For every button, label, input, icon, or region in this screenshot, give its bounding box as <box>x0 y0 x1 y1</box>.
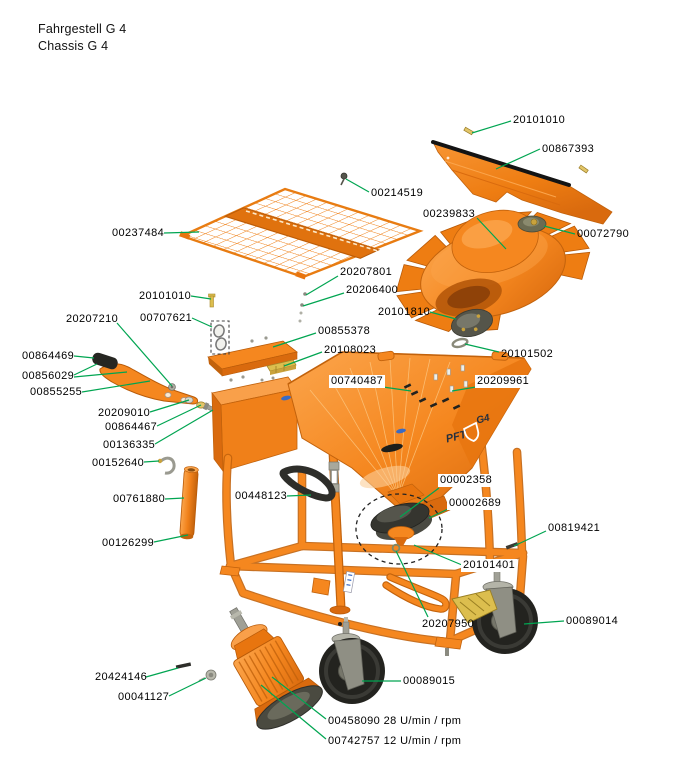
part-label-20101010-top: 20101010 <box>513 114 566 126</box>
handle-arm-00855255 <box>99 363 199 405</box>
diagram-title-de: Fahrgestell G 4 <box>38 22 127 36</box>
part-label-00152640: 00152640 <box>92 457 145 469</box>
part-label-20108023: 20108023 <box>324 344 377 356</box>
cover-panel <box>431 140 613 225</box>
part-label-00855378: 00855378 <box>318 325 371 337</box>
part-label-00458090-rpm: 00458090 28 U/min / rpm <box>328 715 462 727</box>
part-label-00002689: 00002689 <box>447 497 504 510</box>
part-label-00089015: 00089015 <box>403 675 456 687</box>
part-label-20101502: 20101502 <box>501 348 554 360</box>
part-label-20207950: 20207950 <box>422 618 475 630</box>
part-label-20206400: 20206400 <box>346 284 399 296</box>
pin-20101010-left <box>208 293 216 308</box>
part-label-00855255: 00855255 <box>30 386 83 398</box>
part-label-00126299: 00126299 <box>102 537 155 549</box>
screw-pin-right <box>578 164 589 174</box>
part-label-00002358: 00002358 <box>438 474 495 487</box>
bearing-cap-00072790 <box>517 215 547 233</box>
pin-20424146 <box>175 662 192 669</box>
part-label-00742757-rpm: 00742757 12 U/min / rpm <box>328 735 462 747</box>
pft-g4-logo: PFT G4 <box>445 413 492 446</box>
hook-00152640 <box>157 456 176 475</box>
part-label-00864469: 00864469 <box>22 350 75 362</box>
diagram-title-en: Chassis G 4 <box>38 39 109 53</box>
svg-text:PFT: PFT <box>445 428 469 445</box>
hopper-bolts <box>433 364 468 393</box>
fitting-00041127 <box>198 669 217 682</box>
front-post <box>311 451 356 615</box>
part-label-00214519: 00214519 <box>371 187 424 199</box>
part-label-00740487: 00740487 <box>329 375 386 388</box>
part-label-00136335: 00136335 <box>103 439 156 451</box>
part-label-00761880: 00761880 <box>113 493 166 505</box>
part-label-00239833: 00239833 <box>423 208 476 220</box>
svg-text:G4: G4 <box>475 413 491 427</box>
seal-ring-20101502 <box>451 337 469 349</box>
control-box <box>211 376 298 473</box>
part-label-20209961: 20209961 <box>475 375 532 388</box>
hopper: PFT G4 <box>287 350 532 509</box>
handle-grip-00864469 <box>92 352 118 370</box>
part-label-00867393: 00867393 <box>542 143 595 155</box>
cover-plate-00855378 <box>207 336 298 382</box>
bearing-flange-20101810 <box>451 308 493 338</box>
part-label-00448123: 00448123 <box>235 490 288 502</box>
gasket-00448123 <box>279 465 336 502</box>
caster-wheel-brake-00089014 <box>451 566 538 654</box>
leg-tube-00761880 <box>179 466 199 540</box>
chain-link-00707621 <box>210 320 230 355</box>
part-label-00864467: 00864467 <box>105 421 158 433</box>
pin-00819421 <box>505 542 519 550</box>
part-label-20207210: 20207210 <box>66 313 119 325</box>
part-label-00072790: 00072790 <box>577 228 630 240</box>
detail-dashed-circle <box>355 493 443 565</box>
hopper-slots <box>403 383 461 410</box>
tow-handle <box>383 574 449 612</box>
part-label-20424146: 20424146 <box>95 671 148 683</box>
part-label-00041127: 00041127 <box>118 691 170 703</box>
part-label-20101810: 20101810 <box>378 306 431 318</box>
part-label-00856029: 00856029 <box>22 370 75 382</box>
screw-pin-20101010-top <box>463 126 474 136</box>
caster-wheel-00089015 <box>319 617 385 704</box>
part-label-20207801: 20207801 <box>340 266 393 278</box>
part-label-00237484: 00237484 <box>112 227 165 239</box>
bracket-20108023 <box>260 359 297 382</box>
valve-disc-assembly <box>355 483 451 565</box>
part-label-00707621: 00707621 <box>140 312 193 324</box>
part-label-00089014: 00089014 <box>566 615 619 627</box>
part-label-20209010: 20209010 <box>98 407 151 419</box>
leader-lines <box>73 120 576 740</box>
screw-00214519 <box>340 172 348 186</box>
handle-arm-assembly <box>92 352 220 415</box>
part-label-00819421: 00819421 <box>548 522 601 534</box>
part-label-20101401: 20101401 <box>461 559 518 572</box>
part-label-20101010-left: 20101010 <box>139 290 192 302</box>
mesh-screen <box>178 187 424 280</box>
